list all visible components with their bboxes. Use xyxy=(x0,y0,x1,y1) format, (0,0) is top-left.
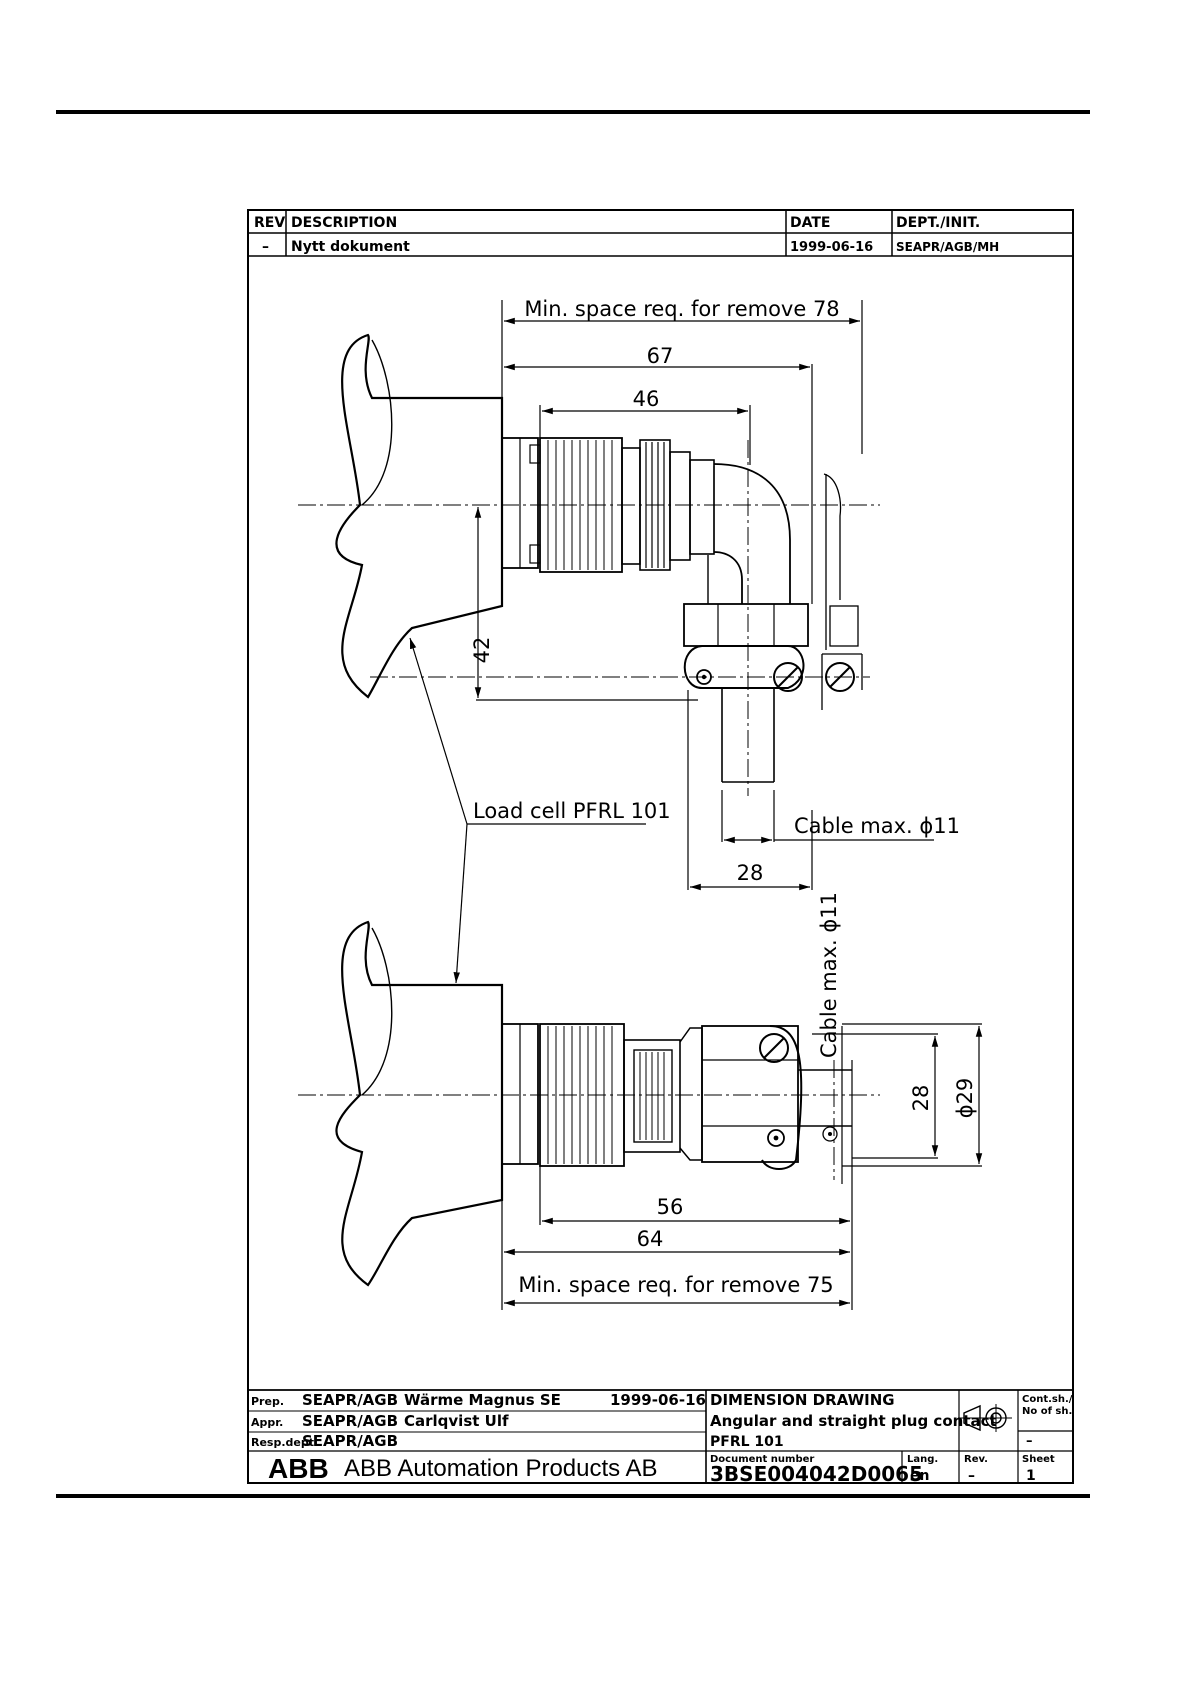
dim-28-bottom: 28 xyxy=(909,1085,933,1112)
cont-value: – xyxy=(1026,1434,1033,1449)
cable-label-bottom: Cable max. ϕ11 xyxy=(817,892,841,1058)
description-cell: Nytt dokument xyxy=(291,239,410,255)
dept-header: DEPT./INIT. xyxy=(896,215,980,231)
abb-logo: ABB xyxy=(268,1453,329,1484)
dim-42: 42 xyxy=(470,637,494,664)
title-block: Prep. SEAPR/AGB Wärme Magnus SE 1999-06-… xyxy=(247,1389,1074,1486)
dim-min-space-75: Min. space req. for remove 75 xyxy=(518,1273,833,1297)
load-cell-top xyxy=(335,333,504,699)
dim-64: 64 xyxy=(637,1227,664,1251)
rev-header: REV xyxy=(254,215,285,231)
prep-name: Wärme Magnus SE xyxy=(404,1391,561,1409)
load-cell-bottom xyxy=(335,920,504,1287)
dim-28-top: 28 xyxy=(737,861,764,885)
lang-value: en xyxy=(910,1468,929,1484)
revision-table: REV DESCRIPTION DATE DEPT./INIT. – Nytt … xyxy=(247,209,1074,257)
doc-subtitle: PFRL 101 xyxy=(710,1434,784,1450)
rev-cell: – xyxy=(262,239,269,255)
dim-56: 56 xyxy=(657,1195,684,1219)
sheet-label: Sheet xyxy=(1022,1454,1055,1465)
cont-label-1: Cont.sh./ xyxy=(1022,1394,1073,1405)
description-header: DESCRIPTION xyxy=(291,215,397,231)
angular-plug-view: Min. space req. for remove 78 67 46 42 2… xyxy=(298,297,960,891)
appr-dept: SEAPR/AGB xyxy=(302,1412,398,1430)
straight-plug-view: 28 ϕ29 Cable max. ϕ11 56 64 Min. space r… xyxy=(298,892,983,1310)
cont-label-2: No of sh. xyxy=(1022,1406,1072,1417)
doc-number: 3BSE004042D0065 xyxy=(710,1462,923,1486)
company-name: ABB Automation Products AB xyxy=(344,1455,658,1482)
rev-value: – xyxy=(968,1468,975,1484)
dim-67: 67 xyxy=(647,344,674,368)
dim-46: 46 xyxy=(633,387,660,411)
dim-min-space-78: Min. space req. for remove 78 xyxy=(524,297,839,321)
appr-name: Carlqvist Ulf xyxy=(404,1412,509,1430)
date-cell: 1999-06-16 xyxy=(790,240,873,255)
prep-date: 1999-06-16 xyxy=(610,1391,706,1409)
projection-symbol-icon xyxy=(958,1404,1012,1432)
cable-label-top: Cable max. ϕ11 xyxy=(794,814,960,838)
top-rule xyxy=(56,110,1090,114)
doc-number-label: Document number xyxy=(710,1454,814,1465)
rev-label: Rev. xyxy=(964,1454,988,1465)
drawing-frame xyxy=(247,209,1074,1484)
resp-dept: SEAPR/AGB xyxy=(302,1432,398,1450)
doc-title: Angular and straight plug contact xyxy=(710,1412,997,1430)
bottom-rule xyxy=(56,1494,1090,1498)
dim-phi29: ϕ29 xyxy=(953,1078,977,1119)
appr-label: Appr. xyxy=(251,1416,283,1429)
sheet-value: 1 xyxy=(1026,1468,1036,1484)
load-cell-label: Load cell PFRL 101 xyxy=(473,799,671,823)
resp-label: Resp.dept xyxy=(251,1436,314,1449)
date-header: DATE xyxy=(790,215,830,231)
prep-label: Prep. xyxy=(251,1395,284,1408)
lang-label: Lang. xyxy=(907,1454,938,1465)
load-cell-callout: Load cell PFRL 101 xyxy=(409,637,671,984)
dept-cell: SEAPR/AGB/MH xyxy=(896,240,999,254)
doc-type: DIMENSION DRAWING xyxy=(710,1391,895,1409)
prep-dept: SEAPR/AGB xyxy=(302,1391,398,1409)
